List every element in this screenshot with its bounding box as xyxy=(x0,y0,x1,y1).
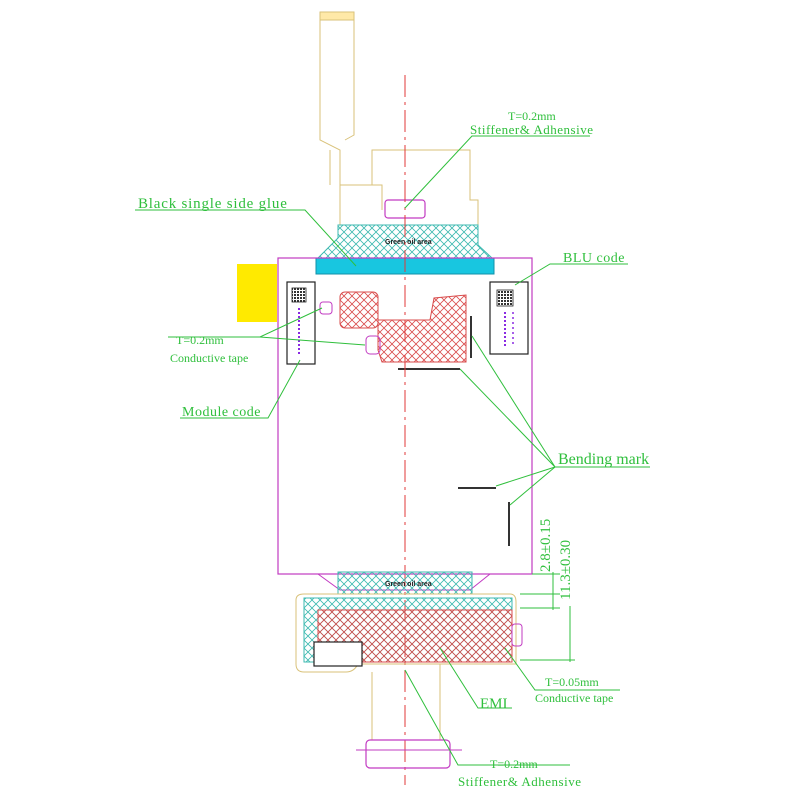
annotation-labels: T=0.2mm Stiffener& Adhensive Black singl… xyxy=(138,109,649,789)
bottom-flex-tail xyxy=(371,664,441,740)
stiffener-bottom-thickness: T=0.2mm xyxy=(490,757,538,771)
green-oil-bottom-label: Green oil area xyxy=(385,581,432,588)
dim-large-label: 11.3±0.30 xyxy=(558,540,574,600)
top-flex-tail xyxy=(319,11,479,225)
conductive-tape-blocks xyxy=(319,291,467,363)
emi-label: EMI xyxy=(480,696,508,712)
yellow-block xyxy=(237,264,277,322)
bending-mark-label: Bending mark xyxy=(558,451,649,468)
bottom-green-oil-area: Green oil area xyxy=(316,571,492,595)
stiffener-top-thickness: T=0.2mm xyxy=(508,109,556,123)
green-oil-top-label: Green oil area xyxy=(385,239,432,246)
bending-marks xyxy=(398,316,510,546)
blu-code-label: BLU code xyxy=(563,251,625,266)
emi-region xyxy=(295,593,523,673)
module-code-label: Module code xyxy=(182,405,261,420)
dimension-lines xyxy=(520,572,575,662)
conductive-top-thickness: T=0.2mm xyxy=(176,333,224,347)
dimension-texts: 2.8±0.15 11.3±0.30 xyxy=(538,519,574,600)
black-glue-label: Black single side glue xyxy=(138,196,288,212)
stiffener-top-description: Stiffener& Adhensive xyxy=(470,122,594,137)
stiffener-bottom-description: Stiffener& Adhensive xyxy=(458,774,582,789)
module-code-left xyxy=(286,281,316,365)
conductive-bottom-description: Conductive tape xyxy=(535,691,613,705)
conductive-bottom-thickness: T=0.05mm xyxy=(545,675,599,689)
leader-lines xyxy=(135,135,650,766)
conductive-top-description: Conductive tape xyxy=(170,351,248,365)
dim-small-label: 2.8±0.15 xyxy=(538,519,554,572)
blu-code-right xyxy=(489,281,529,355)
bottom-stiffener xyxy=(365,739,451,769)
